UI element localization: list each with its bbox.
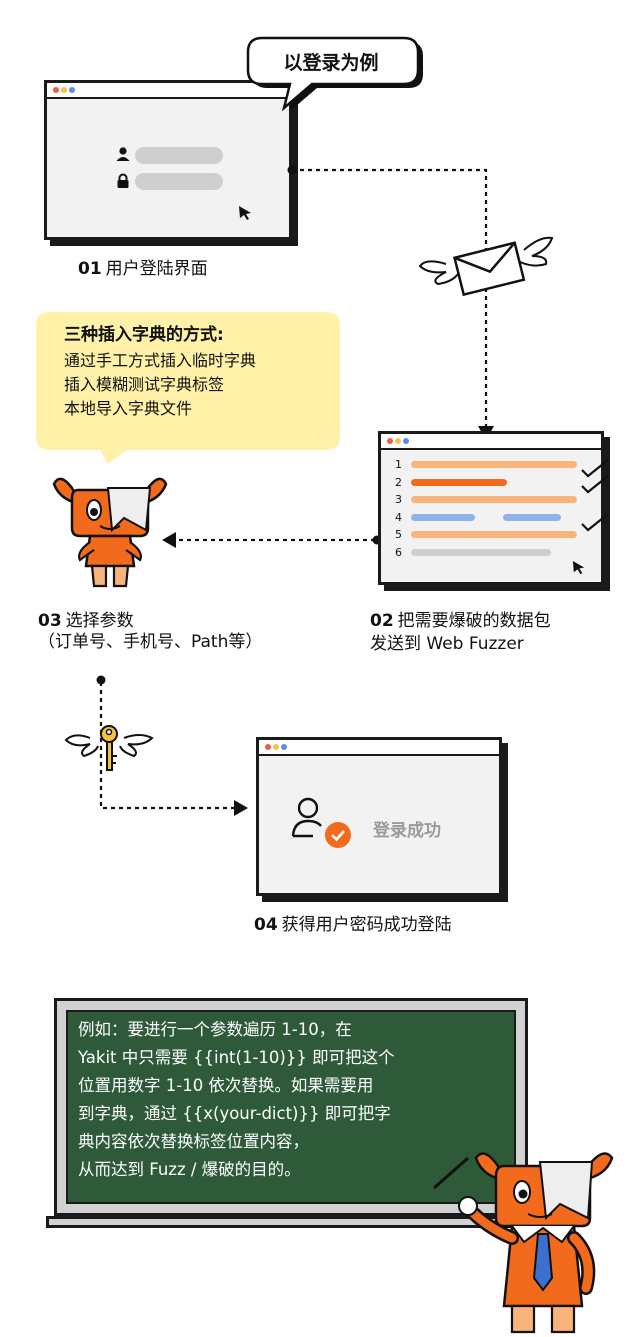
packet-row-number: 2 [395, 475, 402, 489]
mascot-character [52, 477, 168, 588]
packet-row-bar [503, 513, 561, 521]
success-window: 登录成功 [256, 737, 502, 896]
window-dot-red [387, 437, 393, 444]
packet-row-bar [411, 531, 577, 538]
arrow-head-left [162, 532, 176, 548]
window-titlebar [259, 740, 499, 756]
arrow-head-right [234, 800, 248, 816]
window-dot-blue [403, 437, 409, 444]
packet-row-number: 1 [395, 458, 402, 471]
window-dot-blue [69, 86, 75, 93]
board-line: 例如：要进行一个参数遍历 1-10，在 [78, 1020, 352, 1039]
step2-line2: 发送到 Web Fuzzer [370, 634, 524, 654]
connector-start-dot [96, 675, 106, 685]
check-icon [581, 475, 609, 494]
window-dot-blue [281, 743, 287, 750]
flying-key-icon [64, 725, 154, 771]
lock-icon [117, 173, 129, 188]
connector-start-dot [287, 165, 297, 175]
tip-title: 三种插入字典的方式: [64, 325, 224, 345]
pointer-stick [433, 1156, 469, 1190]
board-line: 到字典，通过 {{x(your-dict)}} 即可把字 [78, 1104, 391, 1123]
check-icon [581, 459, 609, 478]
user-outline-icon [291, 797, 322, 838]
board-line: 从而达到 Fuzz / 爆破的目的。 [78, 1160, 301, 1179]
login-window [44, 80, 292, 240]
window-titlebar [381, 434, 601, 450]
success-text: 登录成功 [373, 821, 441, 841]
packet-row-bar [411, 478, 507, 486]
step2-number: 02 [370, 611, 394, 631]
packet-row-number: 4 [395, 510, 402, 524]
cursor-icon [239, 206, 251, 220]
board-line: 典内容依次替换标签位置内容， [78, 1132, 309, 1151]
window-dot-yellow [61, 86, 67, 93]
step3-number: 03 [38, 611, 62, 631]
step1-number: 01 [78, 259, 102, 279]
success-check-icon [325, 822, 351, 848]
tip-bubble [36, 312, 340, 464]
callout-text: 以登录为例 [283, 52, 379, 74]
chalkboard-surface [66, 1010, 516, 1204]
callout-bubble [246, 36, 423, 112]
check-icon [581, 513, 609, 532]
packet-row-bar [411, 496, 577, 503]
chalkboard [54, 998, 528, 1216]
board-line: 位置用数字 1-10 依次替换。如果需要用 [78, 1076, 374, 1095]
tip-item: 插入模糊测试字典标签 [64, 375, 225, 394]
step4-number: 04 [254, 915, 278, 935]
window-dot-red [53, 86, 59, 93]
cursor-icon [572, 560, 585, 575]
step3-line2: （订单号、手机号、Path等） [38, 632, 263, 652]
flying-envelope-icon [418, 236, 554, 297]
packet-row-bar [411, 513, 475, 521]
packet-row-bar [411, 461, 577, 468]
window-dot-red [265, 743, 271, 750]
connector-3-to-4 [99, 682, 236, 810]
tip-item: 通过手工方式插入临时字典 [64, 351, 257, 370]
packet-row-number: 5 [395, 528, 402, 541]
username-field [135, 147, 223, 164]
board-line: Yakit 中只需要 {{int(1-10)}} 即可把这个 [78, 1048, 395, 1067]
window-titlebar [47, 83, 289, 99]
connector-1-to-2 [292, 168, 488, 428]
window-dot-yellow [395, 437, 401, 444]
packet-row-number: 6 [395, 545, 402, 559]
packet-row-number: 3 [395, 493, 402, 506]
step2-line1: 把需要爆破的数据包 [397, 611, 551, 631]
check-marks [581, 459, 609, 532]
packet-window: 1 2 3 4 5 6 [378, 431, 604, 585]
step1-label: 用户登陆界面 [105, 259, 208, 279]
step4-label: 获得用户密码成功登陆 [281, 915, 452, 935]
tip-item: 本地导入字典文件 [64, 399, 193, 418]
user-icon [116, 147, 130, 161]
password-field [135, 173, 223, 190]
mascot-teacher-character [433, 1152, 614, 1334]
window-dot-yellow [273, 743, 279, 750]
packet-row-bar [411, 548, 551, 556]
step3-line1: 选择参数 [65, 611, 134, 631]
